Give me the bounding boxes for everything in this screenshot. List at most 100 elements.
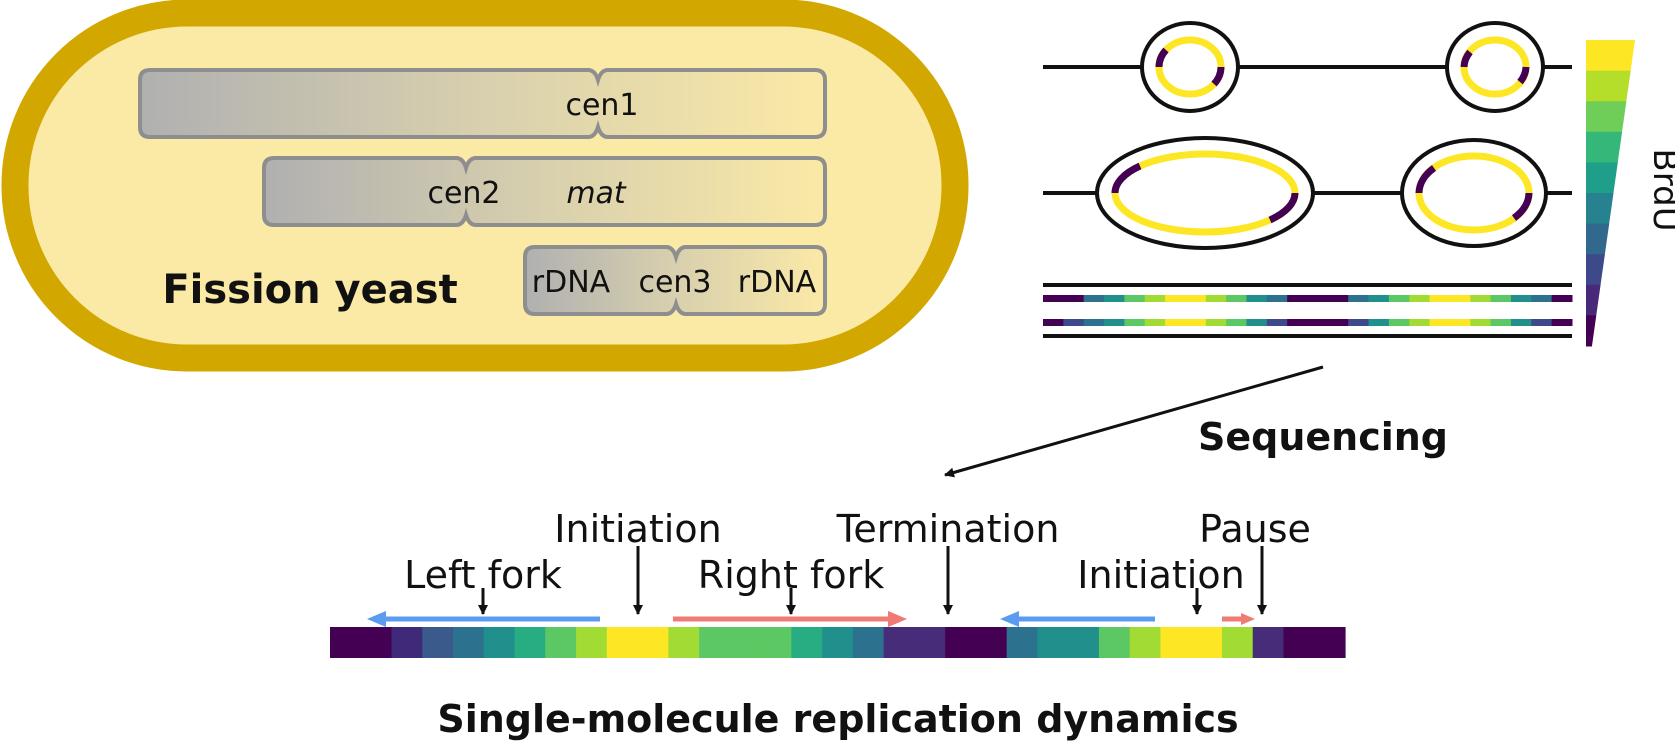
chromosome-3: rDNA cen3 rDNA (523, 245, 827, 316)
strand-segment (1185, 295, 1207, 302)
pause-fork-arrow (1222, 613, 1255, 625)
termination-label: Termination (836, 507, 1060, 551)
strand-segment (1510, 295, 1532, 302)
strand-segment (1368, 295, 1390, 302)
strand-segment (1144, 319, 1166, 326)
strand-segment (1551, 319, 1573, 326)
track-segment (637, 627, 669, 658)
track-segment (852, 627, 885, 658)
rdna-left-label: rDNA (532, 265, 611, 300)
strand-segment (1409, 295, 1431, 302)
track-segment (760, 627, 792, 658)
strand-segment (1063, 295, 1085, 302)
ring-edge (1415, 165, 1437, 194)
strand-segment (1510, 319, 1532, 326)
chromosome-1: cen1 (138, 68, 827, 139)
cell-title: Fission yeast (162, 267, 457, 313)
pause-fork-head (1241, 613, 1255, 625)
track-segment (391, 627, 423, 658)
track-segment (330, 627, 362, 658)
track-segment (1037, 627, 1069, 658)
track-segment (729, 627, 762, 658)
strand-segment (1043, 295, 1064, 302)
brdu-scale-step (1586, 70, 1631, 102)
strand-segment (1551, 295, 1573, 302)
strand-segment (1327, 319, 1349, 326)
strand-segment (1327, 295, 1349, 302)
strand-segment (1165, 295, 1186, 302)
chromosome-1-body (138, 68, 827, 139)
strand-segment (1205, 295, 1227, 302)
strand-segment (1287, 295, 1308, 302)
strand-segment (1144, 295, 1166, 302)
brdu-scale-step (1586, 162, 1618, 194)
strand-segment (1226, 295, 1247, 302)
strand-segment (1409, 319, 1431, 326)
track-segment (1221, 627, 1254, 658)
brdu-label: BrdU (1645, 148, 1675, 231)
brdu-scale-step (1586, 254, 1605, 286)
cen2-label: cen2 (427, 176, 500, 211)
sequencing-arrow (944, 365, 1324, 478)
strand-segment (1388, 295, 1410, 302)
strand-segment (1490, 319, 1512, 326)
strand-segment (1531, 295, 1553, 302)
right-fork-arrow (673, 611, 907, 627)
brdu-scale-step (1586, 193, 1614, 225)
strand-segment (1531, 319, 1553, 326)
strand-segment (1246, 319, 1268, 326)
brdu-scale-step (1586, 101, 1627, 133)
strand-segment (1348, 295, 1370, 302)
strand-segment (1104, 319, 1125, 326)
track-segment (483, 627, 516, 658)
track-segment (945, 627, 977, 658)
strand-segment (1449, 319, 1471, 326)
strand-segment (1266, 295, 1288, 302)
chromosome-2: cen2 mat (262, 156, 827, 227)
left-fork-label: Left fork (404, 553, 562, 597)
strand-segment (1429, 319, 1451, 326)
track-segment (822, 627, 854, 658)
cen3-label: cen3 (638, 265, 711, 300)
strand-segment (1083, 295, 1105, 302)
track-segment (514, 627, 546, 658)
track-segment (1098, 627, 1131, 658)
strand-segment (1226, 319, 1247, 326)
labeled-strand-bottom (1043, 319, 1573, 326)
dynamics-title: Single-molecule replication dynamics (437, 697, 1238, 741)
ring-edge (1211, 66, 1225, 87)
bubble-outer (1140, 21, 1240, 113)
strand-segment (1165, 319, 1186, 326)
brdu-scale-step (1586, 131, 1623, 163)
left-fork-head (367, 611, 386, 627)
track-segment (668, 627, 700, 658)
brdu-scale: BrdU (1586, 40, 1675, 347)
track-segment (360, 627, 393, 658)
pause-label: Pause (1199, 507, 1311, 551)
track-segment (422, 627, 454, 658)
track-segment (545, 627, 577, 658)
track-segment (1129, 627, 1162, 658)
initiation-1-label: Initiation (554, 507, 721, 551)
track-segment (1283, 627, 1315, 658)
track-segment (1160, 627, 1192, 658)
strand-segment (1124, 319, 1146, 326)
brdu-scale-step (1586, 40, 1635, 72)
strand-segment (1266, 319, 1288, 326)
left-fork-head (1000, 611, 1019, 627)
ring-edge (1111, 162, 1142, 194)
brdu-track (330, 627, 1346, 658)
track-segment (914, 627, 946, 658)
strand-segment (1246, 295, 1268, 302)
bubble-outer (1445, 21, 1545, 113)
single-molecule-panel: Initiation Termination Pause Left fork R… (330, 507, 1346, 741)
track-segment (576, 627, 608, 658)
mat-label: mat (566, 176, 627, 211)
right-fork-head (888, 611, 907, 627)
strand-segment (1470, 319, 1492, 326)
strand-segment (1124, 295, 1146, 302)
strand-segment (1104, 295, 1125, 302)
track-segment (1314, 627, 1346, 658)
strand-segment (1307, 295, 1329, 302)
track-segment (453, 627, 485, 658)
